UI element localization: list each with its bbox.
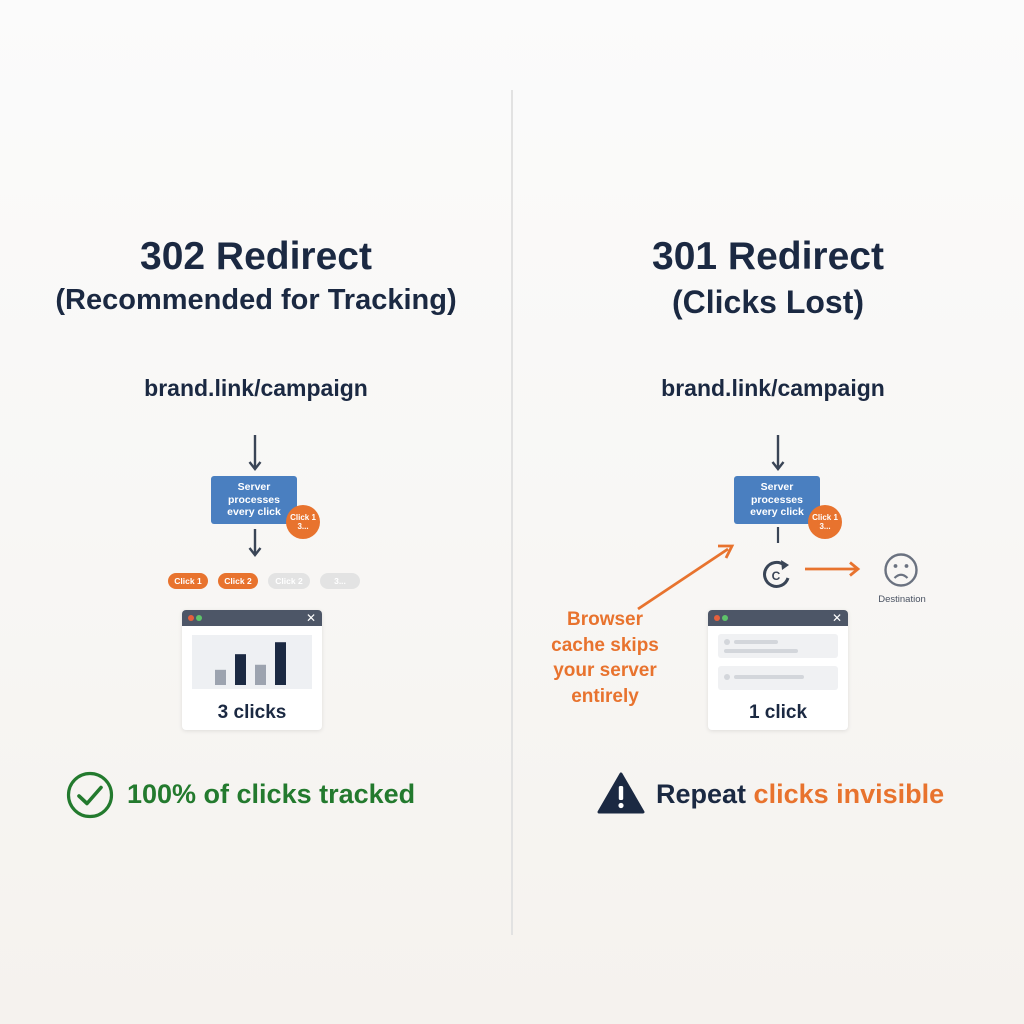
server-line: Server [237,481,271,494]
window-titlebar: ✕ [708,610,848,626]
badge-line: 3... [819,522,831,531]
badge-line: Click 1 [812,513,838,522]
cache-note-line: entirely [571,685,639,707]
click-pill: Click 2 [268,573,310,589]
server-line: Server [760,481,794,494]
right-server-box: Server processes every click [734,476,820,524]
window-dot-red [714,615,720,621]
right-subtitle: (Clicks Lost) [671,284,865,320]
check-circle-icon [66,771,114,819]
window-dot-green [722,615,728,621]
status-part-2: clicks invisible [753,779,945,809]
right-click-count: 1 click [748,702,808,723]
chart-background [192,635,312,689]
list-item-placeholder [724,674,804,680]
right-arrow-down-icon [771,435,785,471]
chart-bars [215,642,286,685]
chart-bar [275,642,286,685]
cache-note-line: Browser [566,609,644,630]
list-item [718,634,838,658]
close-icon[interactable]: ✕ [831,611,842,625]
cache-pointer-arrow-icon [637,544,735,611]
left-status: 100% of clicks tracked [127,779,416,809]
click-pill: Click 1 [168,573,208,589]
server-line: every click [227,506,281,519]
cache-note-line: cache skips [551,634,659,656]
left-title: 302 Redirect [140,235,372,278]
left-click-count: 3 clicks [217,702,287,723]
click-pill: Click 2 [218,573,258,589]
chart-bar [215,669,226,685]
right-status: Repeat clicks invisible [656,781,944,808]
chart-bar [235,654,246,685]
left-arrow-down-icon-2 [248,529,262,557]
click-pill: 3... [320,573,360,589]
status-part-1: Repeat [656,779,747,809]
svg-text:C: C [772,569,781,583]
arrow-right-icon [805,561,861,577]
refresh-icon: C [763,560,790,588]
badge-line: 3... [297,522,309,531]
window-dot-green [196,615,202,621]
left-arrow-down-icon [248,435,262,471]
right-browser-window: ✕ 1 click [708,610,848,730]
close-icon[interactable]: ✕ [305,611,316,625]
window-titlebar: ✕ [182,610,322,626]
left-browser-window: ✕ 3 clicks [182,610,322,730]
chart-bar [255,664,266,685]
server-line: processes [751,493,803,506]
right-title: 301 Redirect [652,235,884,278]
left-server-box: Server processes every click [211,476,297,524]
window-dot-red [188,615,194,621]
server-connector-line [776,527,780,543]
list-item [718,666,838,690]
right-url: brand.link/campaign [661,375,885,401]
server-line: every click [750,506,804,519]
destination-label: Destination [878,594,926,605]
column-divider [511,90,513,935]
left-subtitle: (Recommended for Tracking) [55,284,457,316]
left-url: brand.link/campaign [144,375,368,401]
cache-note-line: your server [553,660,657,681]
left-click-badge: Click 1 3... [286,505,320,539]
sad-face-icon [884,553,918,587]
server-line: processes [228,493,280,506]
list-item-placeholder [724,639,798,653]
right-click-badge: Click 1 3... [808,505,842,539]
cache-note: Browser cache skips your server entirely [530,607,680,709]
bar-chart [192,635,312,689]
badge-line: Click 1 [290,513,316,522]
warning-icon [597,772,645,814]
